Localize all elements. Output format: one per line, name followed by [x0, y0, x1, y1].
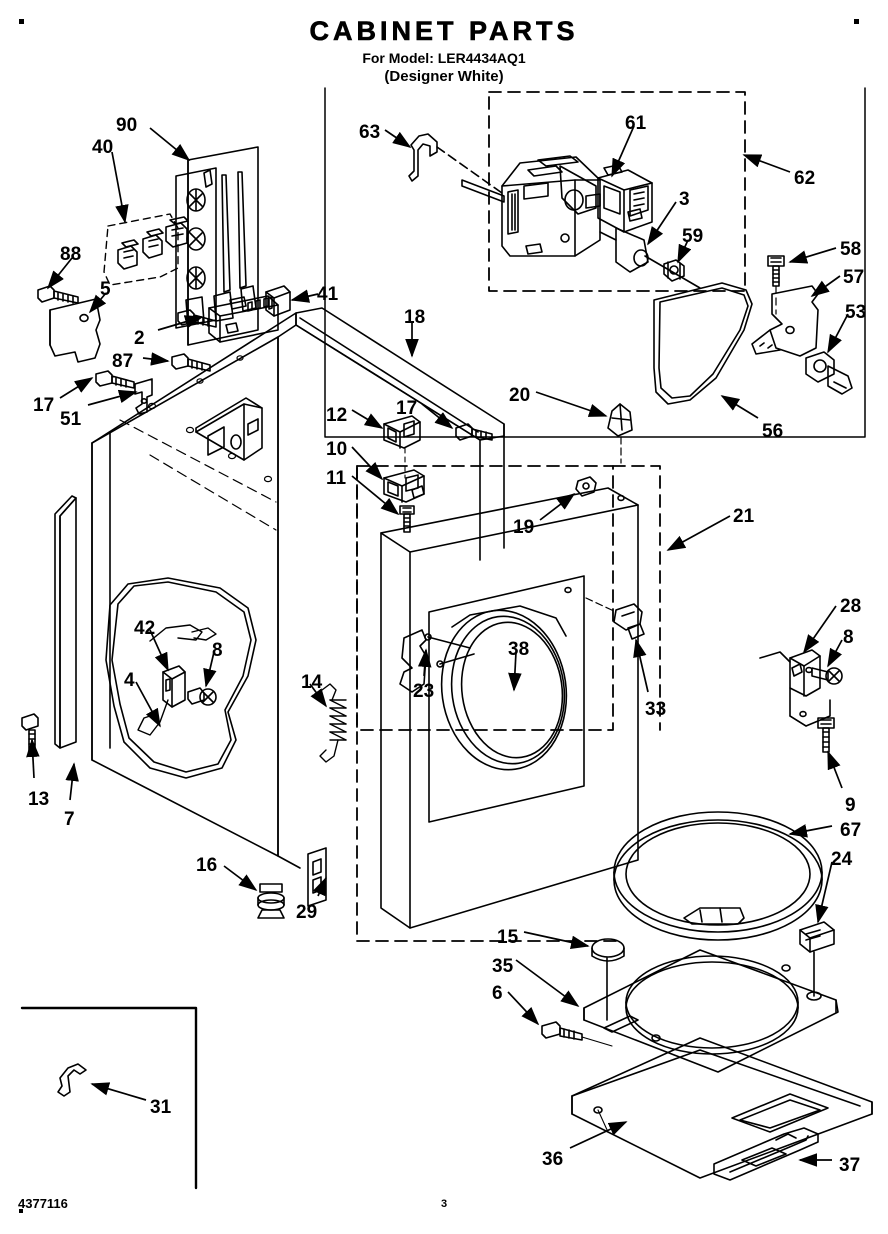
callout-20: 20 [509, 385, 531, 406]
registration-mark-top-left [19, 19, 24, 24]
callout-19: 19 [513, 517, 535, 538]
footer-publication-code: 4377116 [18, 1196, 68, 1211]
callout-61: 61 [625, 113, 647, 134]
footer-page-number: 3 [440, 1198, 448, 1210]
callout-87: 87 [112, 351, 134, 372]
callout-33: 33 [645, 699, 667, 720]
callout-63: 63 [359, 122, 381, 143]
callout-5: 5 [100, 279, 111, 300]
callout-17b: 17 [396, 398, 418, 419]
callout-36: 36 [542, 1149, 564, 1170]
callout-57: 57 [843, 267, 865, 288]
callout-23: 23 [413, 681, 435, 702]
color-subtitle: (Designer White) [384, 68, 504, 85]
callout-53: 53 [845, 302, 867, 323]
callout-67: 67 [840, 820, 862, 841]
callout-90: 90 [116, 115, 138, 136]
callout-13: 13 [28, 789, 50, 810]
callout-8a: 8 [212, 640, 223, 661]
callout-24: 24 [831, 849, 853, 870]
callout-16: 16 [196, 855, 218, 876]
callout-56: 56 [762, 421, 784, 442]
callout-9: 9 [845, 795, 856, 816]
callout-28: 28 [840, 596, 862, 617]
callout-8b: 8 [843, 627, 854, 648]
callout-29: 29 [296, 902, 318, 923]
callout-15: 15 [497, 927, 519, 948]
callout-38: 38 [508, 639, 530, 660]
callout-14: 14 [301, 672, 323, 693]
callout-18: 18 [404, 307, 426, 328]
callout-11: 11 [326, 468, 347, 489]
callout-4: 4 [124, 670, 135, 691]
callout-35: 35 [492, 956, 514, 977]
callout-42: 42 [134, 618, 156, 639]
callout-31: 31 [150, 1097, 172, 1118]
model-subtitle: For Model: LER4434AQ1 [362, 50, 526, 66]
callout-41: 41 [317, 284, 339, 305]
callout-6: 6 [492, 983, 503, 1004]
callout-7: 7 [64, 809, 75, 830]
callout-40: 40 [92, 137, 114, 158]
registration-mark-bottom-left [19, 1209, 23, 1213]
callout-58: 58 [840, 239, 862, 260]
callout-51: 51 [60, 409, 82, 430]
callout-12: 12 [326, 405, 348, 426]
callout-59: 59 [682, 226, 704, 247]
callout-37: 37 [839, 1155, 861, 1176]
callout-2: 2 [134, 328, 145, 349]
page-title: CABINET PARTS [309, 16, 579, 47]
callout-10: 10 [326, 439, 348, 460]
callout-88: 88 [60, 244, 82, 265]
callout-17a: 17 [33, 395, 55, 416]
callout-21: 21 [733, 506, 755, 527]
callout-3: 3 [679, 189, 690, 210]
registration-mark-top-right [854, 19, 859, 24]
callout-62: 62 [794, 168, 816, 189]
